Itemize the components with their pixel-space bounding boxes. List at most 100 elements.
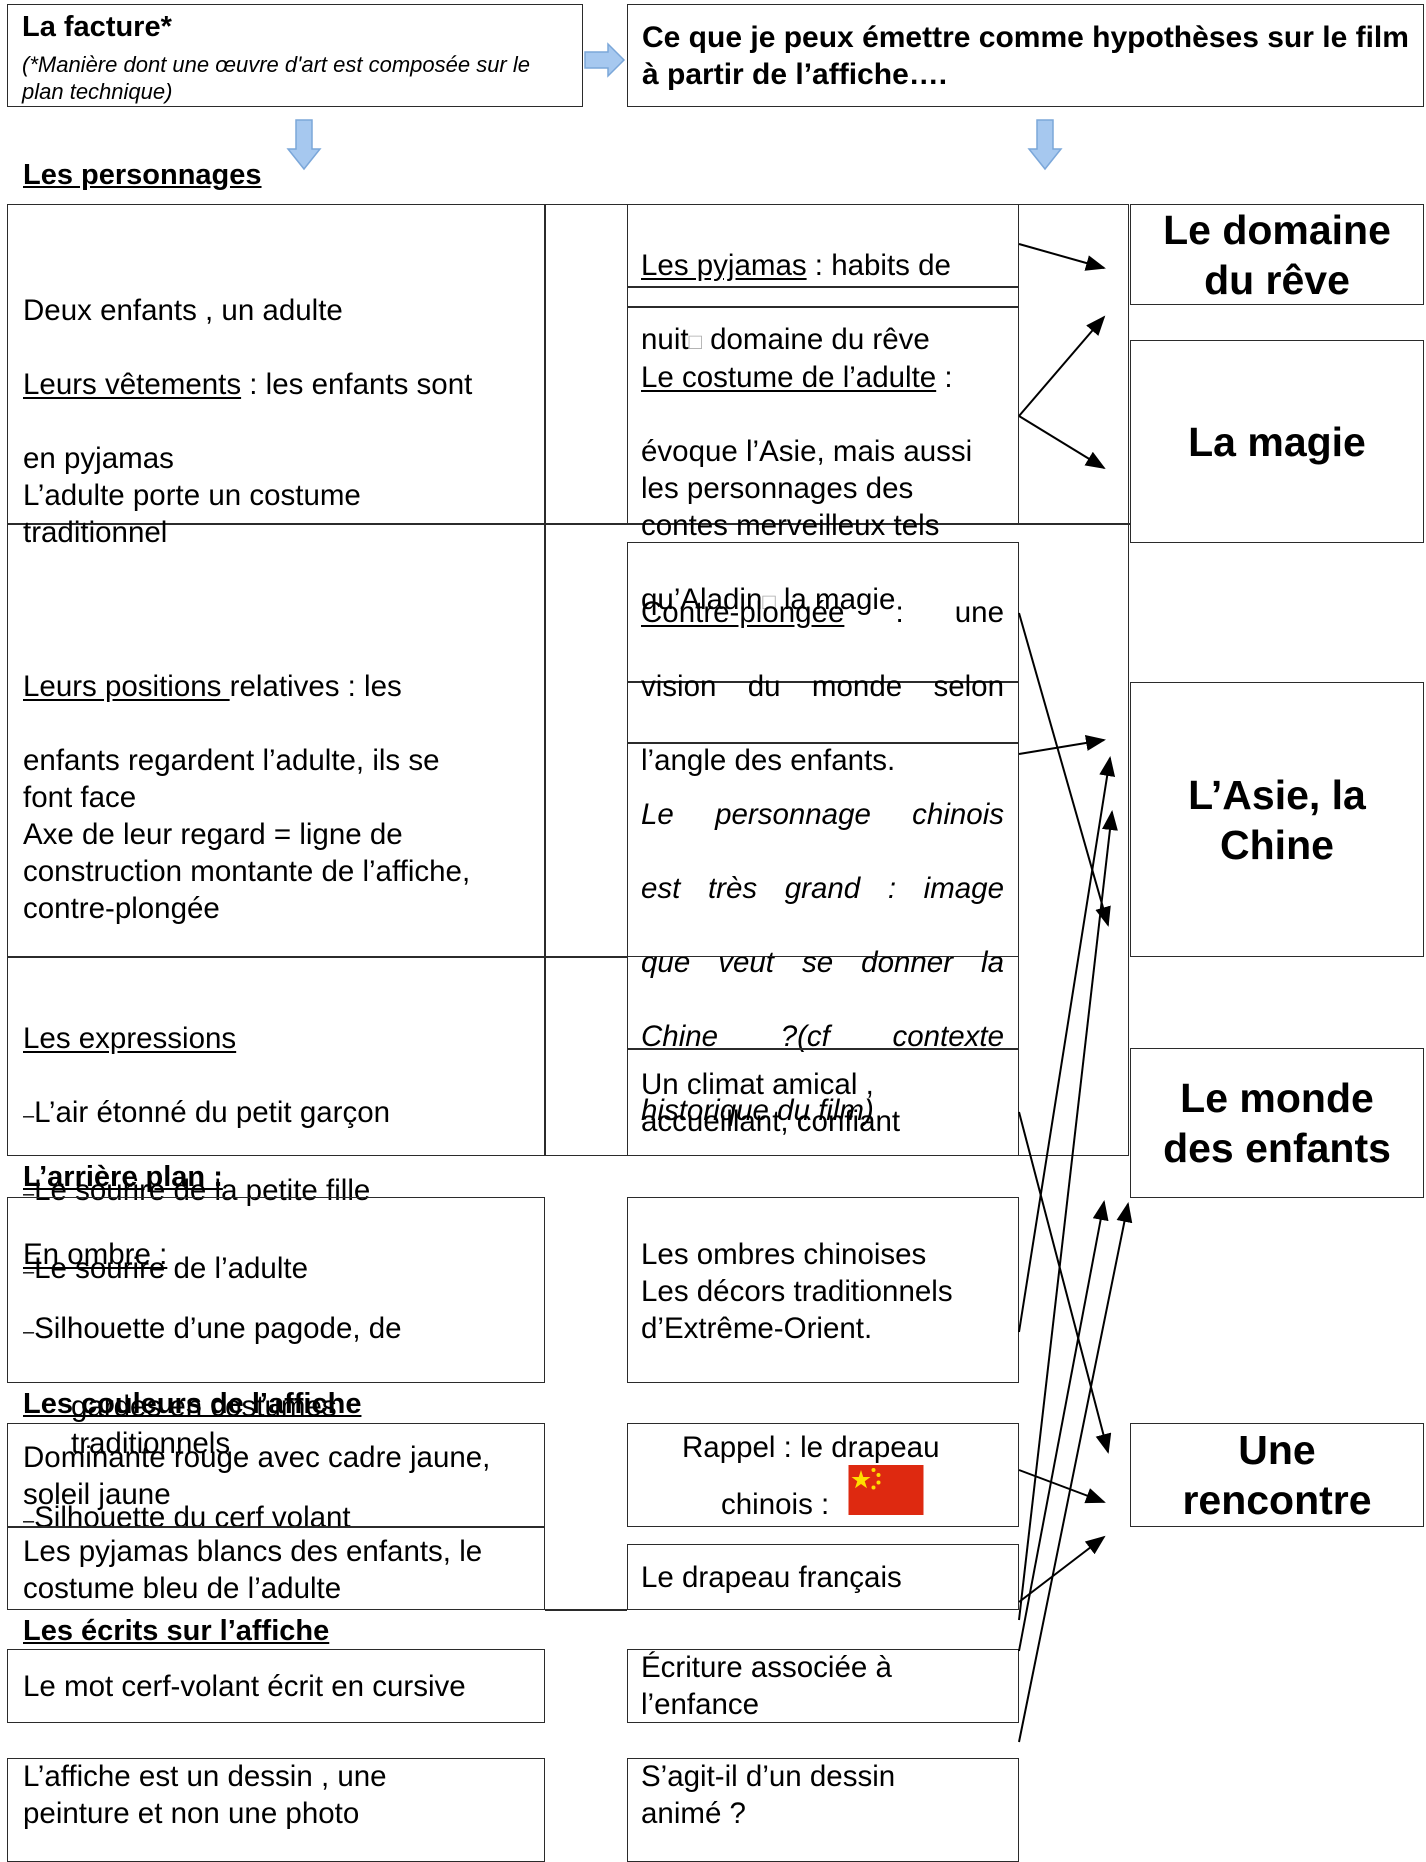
text-line: historique du film)	[641, 1094, 874, 1127]
text-fragment: Le sourire de l’adulte	[34, 1252, 308, 1285]
arrow-dessin-to-enfants	[1018, 1202, 1133, 1743]
divider	[627, 1048, 1019, 1050]
arrow-contre-plongee-to-asie	[1018, 612, 1111, 927]
divider	[627, 286, 1019, 288]
arrow-couleurs-to-asie	[1018, 810, 1118, 1621]
personnage-chinois-text: Le personnage chinois est très grand : i…	[641, 759, 1004, 1166]
bullet-item: –L’air étonné du petit garçon	[23, 1096, 391, 1129]
text-fragment: Silhouette d’une pagode, de	[34, 1312, 402, 1345]
ombre-text: En ombre : –Silhouette d’une pagode, de …	[23, 1199, 538, 1577]
ecrits-box	[7, 1649, 545, 1723]
target-rencontre: Une rencontre	[1130, 1423, 1424, 1527]
costume-text: Le costume de l’adulte : évoque l’Asie, …	[641, 322, 1011, 657]
personnages-text: Deux enfants , un adulte Leurs vêtements…	[23, 255, 533, 588]
arrow-drapeau-chinois-to-rencontre	[1018, 1469, 1106, 1504]
divider	[627, 742, 1019, 744]
drapeau-francais-box	[627, 1544, 1019, 1610]
underlined-term: Les expressions	[23, 1022, 237, 1055]
divider	[7, 956, 627, 958]
text-line: Leurs positions relatives : les	[23, 668, 538, 705]
placeholder-glyph-icon: □	[688, 329, 702, 354]
positions-text: Leurs positions relatives : les enfants …	[23, 631, 538, 964]
arrow-pyjamas-to-reve	[1018, 243, 1106, 271]
divider	[7, 523, 1131, 525]
ecrits-text: Le mot cerf-volant écrit en cursive	[23, 1670, 466, 1703]
text-line: Deux enfants , un adulte	[23, 294, 343, 327]
facture-note: (*Manière dont une œuvre d'art est compo…	[22, 52, 530, 104]
down-arrow-icon	[286, 119, 322, 171]
arrow-drapeau-francais-to-rencontre	[1018, 1535, 1106, 1603]
underlined-term: Contre-plongée	[641, 596, 845, 629]
divider	[545, 1609, 627, 1611]
drapeau-chinois-label: chinois :	[721, 1488, 830, 1521]
underlined-term: Leurs positions	[23, 670, 230, 703]
arrow-ecriture-to-enfants	[1018, 1200, 1109, 1652]
underlined-term: Leurs vêtements	[23, 368, 242, 401]
couleurs-box	[7, 1423, 545, 1610]
dessin-text: L’affiche est un dessin , une peinture e…	[23, 1760, 387, 1830]
china-flag-icon	[848, 1465, 924, 1515]
target-label: L’Asie, la Chine	[1188, 771, 1366, 868]
text-fragment: la magie	[775, 583, 896, 616]
text-line: en pyjamas L’adulte porte un costume tra…	[23, 442, 361, 549]
bullet-item: –Le sourire de la petite fille	[23, 1174, 371, 1207]
text-fragment: nuit	[641, 323, 689, 356]
arrow-costume-to-reve	[1018, 315, 1106, 417]
section-arriere-plan: L’arrière plan :	[23, 1161, 223, 1193]
text-line: qu’Aladin□ la magie	[641, 581, 1011, 620]
section-ecrits: Les écrits sur l’affiche	[23, 1615, 330, 1647]
placeholder-glyph-icon: □	[762, 589, 776, 614]
target-monde-enfants: Le monde des enfants	[1130, 1048, 1424, 1198]
section-personnages: Les personnages	[23, 159, 262, 191]
facture-title: La facture*	[22, 11, 172, 43]
text-line: que veut se donner la	[641, 946, 1004, 979]
text-line: vision du monde selon	[641, 670, 1004, 703]
text-line: Chine ?(cf contexte	[641, 1020, 1004, 1053]
target-label: Le monde des enfants	[1163, 1075, 1391, 1171]
climat-text: Un climat amical , accueillant, confiant	[641, 1068, 901, 1138]
text-line: Les expressions	[23, 1020, 538, 1057]
ecriture-text: Écriture associée à l’enfance	[641, 1651, 892, 1721]
ombres-chinoises-text: Les ombres chinoises Les décors traditio…	[641, 1238, 953, 1345]
underlined-term: En ombre :	[23, 1238, 168, 1271]
hypotheses-title: Ce que je peux émettre comme hypothèses …	[642, 21, 1409, 91]
drapeau-chinois-box	[627, 1423, 1019, 1527]
bullet-item: –Silhouette d’une pagode, de	[23, 1312, 402, 1345]
ombres-chinoises-box	[627, 1197, 1019, 1383]
drapeau-rappel: Rappel : le drapeau	[682, 1431, 940, 1464]
expressions-text: Les expressions –L’air étonné du petit g…	[23, 983, 538, 1328]
text-line: Les pyjamas : habits de	[641, 247, 1011, 284]
text-line: enfants regardent l’adulte, ils se font …	[23, 744, 471, 925]
arrow-chinois-to-asie	[1018, 735, 1106, 755]
text-line: évoque l’Asie, mais aussi les personnage…	[641, 435, 973, 542]
arrow-costume-to-magie	[1018, 415, 1106, 470]
text-fragment: : les enfants sont	[241, 368, 473, 401]
couleurs-text-1: Dominante rouge avec cadre jaune, soleil…	[23, 1441, 491, 1511]
arrow-ombres-to-asie	[1018, 756, 1116, 1333]
text-fragment: Le sourire de la petite fille	[34, 1174, 371, 1207]
hypotheses-header-box: Ce que je peux émettre comme hypothèses …	[627, 4, 1424, 107]
text-fragment: : habits de	[806, 249, 951, 282]
text-fragment: Silhouette du cerf volant	[34, 1501, 351, 1534]
pyjamas-costume-box	[627, 204, 1019, 524]
text-fragment: L’air étonné du petit garçon	[34, 1096, 391, 1129]
text-fragment: qu’Aladin	[641, 583, 763, 616]
text-fragment: :	[936, 361, 953, 394]
personnages-table	[7, 204, 1129, 1156]
ecriture-box	[627, 1649, 1019, 1723]
text-line: Le costume de l’adulte :	[641, 359, 1011, 396]
right-arrow-icon	[584, 42, 626, 78]
text-fragment: : une	[844, 596, 1004, 629]
text-fragment: relatives : les	[229, 670, 402, 703]
couleurs-text-2: Les pyjamas blancs des enfants, le costu…	[23, 1535, 483, 1605]
text-line: Le personnage chinois	[641, 798, 1004, 831]
text-line: Contre-plongée : une	[641, 594, 1004, 631]
target-domaine-reve: Le domaine du rêve	[1130, 204, 1424, 305]
text-line: l’angle des enfants.	[641, 744, 896, 777]
text-line: est très grand : image	[641, 872, 1004, 905]
ombre-box	[7, 1197, 545, 1383]
divider	[627, 306, 1019, 308]
climat-box	[627, 956, 1019, 1156]
bullet-item: –Le sourire de l’adulte	[23, 1252, 308, 1285]
